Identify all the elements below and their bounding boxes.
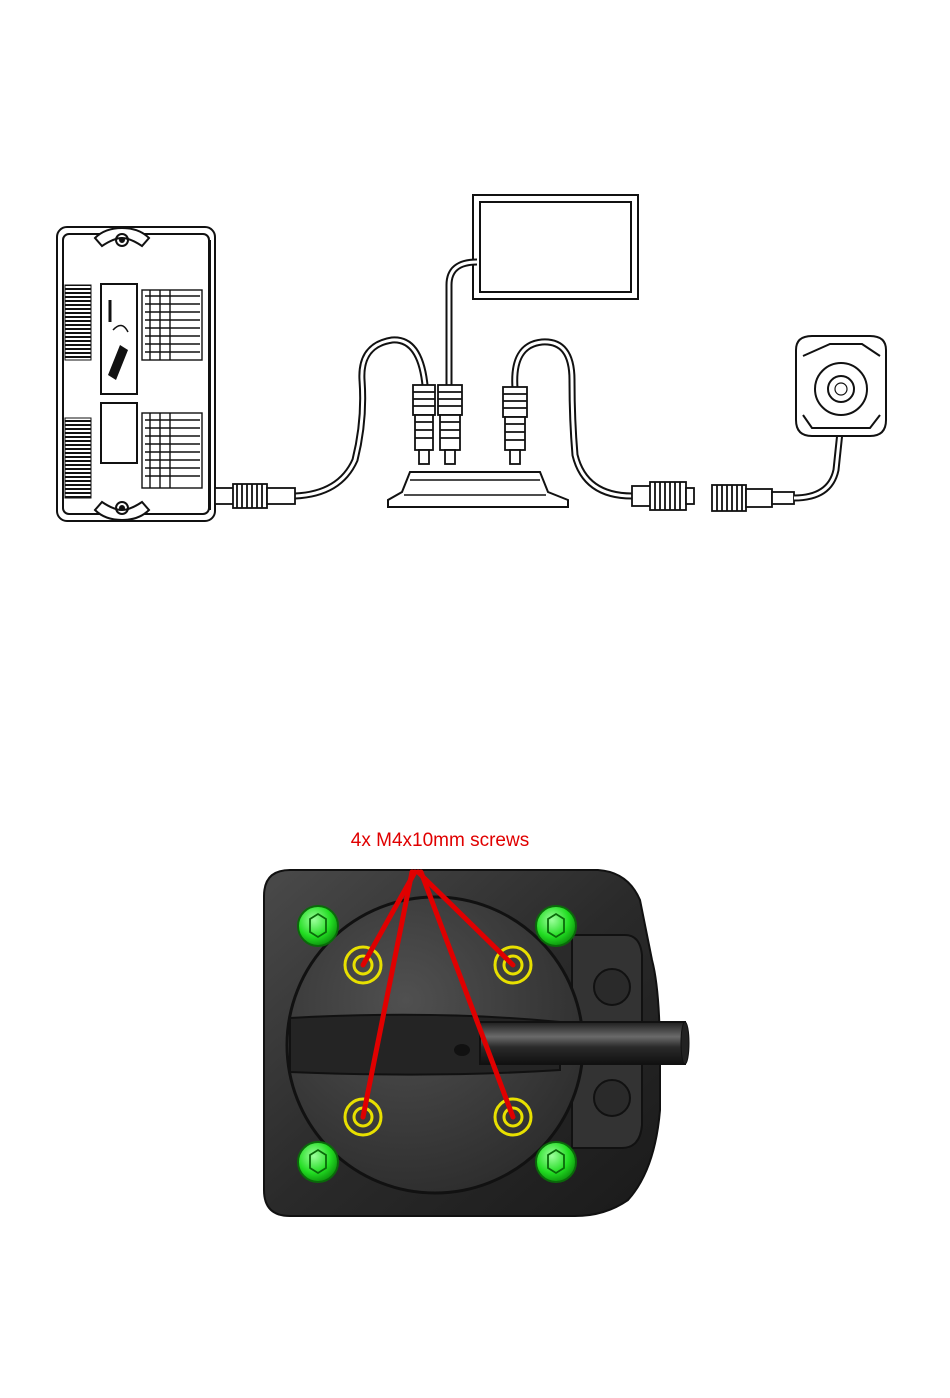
label-plate-bottom <box>101 403 137 463</box>
terminal-block-top <box>142 290 202 360</box>
camera-lens <box>828 376 854 402</box>
plug-right <box>503 387 527 464</box>
screw-callout-label: 4x M4x10mm screws <box>300 830 580 852</box>
display-monitor <box>473 195 638 299</box>
control-module <box>57 227 215 521</box>
connector-module <box>215 484 295 508</box>
existing-screw-bottom-right <box>536 1142 576 1182</box>
cable-module-to-junction <box>295 340 425 496</box>
flange-hole-bottom <box>594 1080 630 1116</box>
junction-box <box>388 472 568 507</box>
wiring-diagram <box>0 0 950 620</box>
plug-left <box>413 385 435 464</box>
existing-screw-top-right <box>536 906 576 946</box>
existing-screw-bottom-left <box>298 1142 338 1182</box>
plug-center <box>438 385 462 464</box>
existing-screw-top-left <box>298 906 338 946</box>
cable-camera <box>794 432 840 498</box>
flange-hole-top <box>594 969 630 1005</box>
label-plate-top <box>101 284 137 394</box>
cable-pipe <box>480 1022 685 1064</box>
connector-inline-left <box>632 482 694 510</box>
connector-inline-right <box>712 485 794 511</box>
mount-diagram <box>0 820 950 1240</box>
heat-fins-left-bottom <box>65 418 91 498</box>
camera <box>796 336 886 436</box>
heat-fins-left-top <box>65 285 91 360</box>
terminal-block-bottom <box>142 413 202 488</box>
